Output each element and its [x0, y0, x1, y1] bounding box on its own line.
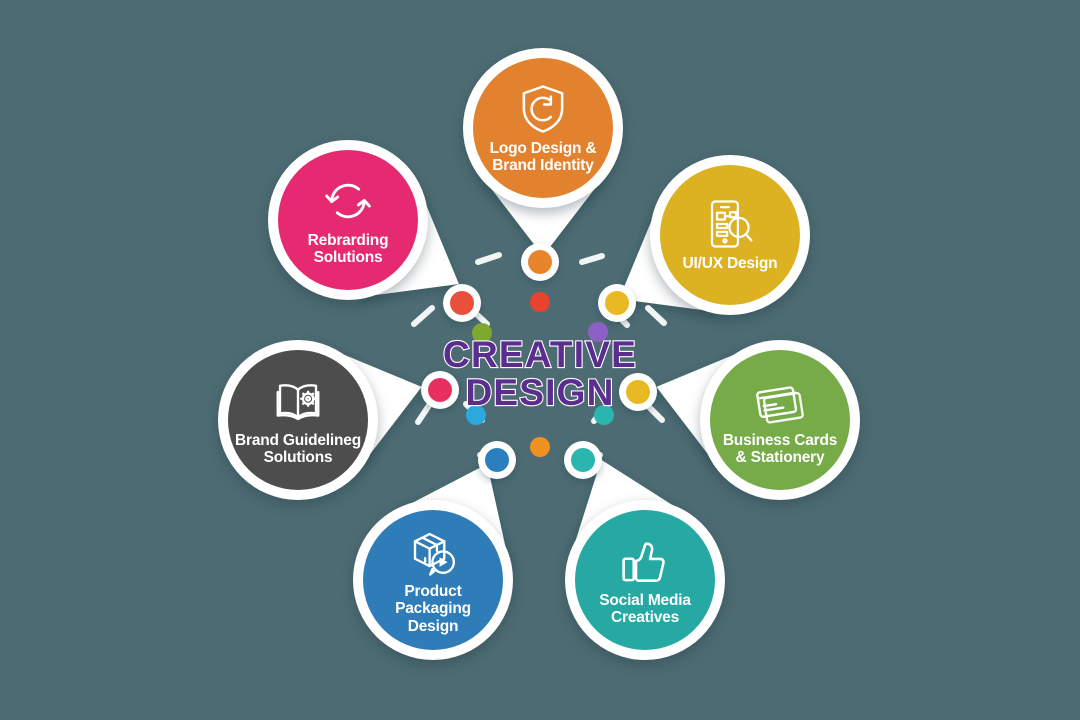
node-label-rebranding: Rebrarding Solutions	[307, 231, 389, 266]
hub-dot-hub-upper-right[interactable]	[598, 284, 636, 322]
hub-dot-hub-bottom-right[interactable]	[564, 441, 602, 479]
shield-c-icon	[516, 82, 570, 136]
credit-card-icon	[753, 374, 807, 428]
spoke-1	[475, 252, 502, 265]
node-ring-business-cards: Business Cards & Stationery	[700, 340, 860, 500]
mini-dot-mini-orange-red	[530, 292, 550, 312]
book-gear-icon	[271, 374, 325, 428]
node-ring-social-media: Social Media Creatives	[565, 500, 725, 660]
hub-dot-hub-bottom-left[interactable]	[478, 441, 516, 479]
hub-dot-hub-right[interactable]	[619, 373, 657, 411]
node-ring-product-packaging: Product Packaging Design	[353, 500, 513, 660]
hub-dot-hub-top[interactable]	[521, 243, 559, 281]
node-fill-product-packaging: Product Packaging Design	[363, 510, 503, 650]
node-fill-ui-ux-design: UI/UX Design	[660, 165, 800, 305]
hub-dot-core	[485, 448, 509, 472]
service-node-ui-ux-design[interactable]: UI/UX Design	[650, 155, 810, 315]
mini-dot-mini-purple	[588, 322, 608, 342]
mini-dot-mini-green	[472, 323, 492, 343]
service-node-product-packaging[interactable]: Product Packaging Design	[353, 500, 513, 660]
hub-dot-core	[626, 380, 650, 404]
hub-dot-core	[528, 250, 552, 274]
node-label-social-media: Social Media Creatives	[599, 591, 691, 626]
hub-dot-core	[450, 291, 474, 315]
refresh-cycle-icon	[321, 174, 375, 228]
hub-dot-core	[571, 448, 595, 472]
service-node-business-cards[interactable]: Business Cards & Stationery	[700, 340, 860, 500]
spoke-3	[411, 305, 435, 327]
node-ring-logo-design: Logo Design & Brand Identity	[463, 48, 623, 208]
mini-dot-mini-teal	[594, 405, 614, 425]
mobile-search-icon	[703, 197, 757, 251]
node-ring-rebranding: Rebrarding Solutions	[268, 140, 428, 300]
node-fill-social-media: Social Media Creatives	[575, 510, 715, 650]
hub-dot-core	[428, 378, 452, 402]
hub-dot-core	[605, 291, 629, 315]
node-label-business-cards: Business Cards & Stationery	[722, 431, 838, 466]
node-fill-logo-design: Logo Design & Brand Identity	[473, 58, 613, 198]
hub-dot-hub-upper-left[interactable]	[443, 284, 481, 322]
mini-dot-mini-lightblue	[466, 405, 486, 425]
spoke-6	[645, 305, 667, 326]
node-ring-brand-guidelines: Brand Guidelineg Solutions	[218, 340, 378, 500]
service-node-brand-guidelines[interactable]: Brand Guidelineg Solutions	[218, 340, 378, 500]
node-label-brand-guidelines: Brand Guidelineg Solutions	[235, 431, 361, 466]
node-fill-rebranding: Rebrarding Solutions	[278, 150, 418, 290]
service-node-logo-design[interactable]: Logo Design & Brand Identity	[463, 48, 623, 208]
node-fill-brand-guidelines: Brand Guidelineg Solutions	[228, 350, 368, 490]
service-node-rebranding[interactable]: Rebrarding Solutions	[268, 140, 428, 300]
node-label-logo-design: Logo Design & Brand Identity	[489, 139, 597, 174]
mini-dot-mini-orange	[530, 437, 550, 457]
package-play-icon	[406, 525, 460, 579]
thumbs-up-icon	[618, 534, 672, 588]
node-ring-ui-ux-design: UI/UX Design	[650, 155, 810, 315]
node-label-ui-ux-design: UI/UX Design	[682, 255, 778, 273]
spoke-2	[579, 253, 605, 265]
hub-dot-hub-left[interactable]	[421, 371, 459, 409]
service-node-social-media[interactable]: Social Media Creatives	[565, 500, 725, 660]
spoke-7	[415, 401, 433, 425]
node-label-product-packaging: Product Packaging Design	[395, 582, 471, 635]
node-fill-business-cards: Business Cards & Stationery	[710, 350, 850, 490]
